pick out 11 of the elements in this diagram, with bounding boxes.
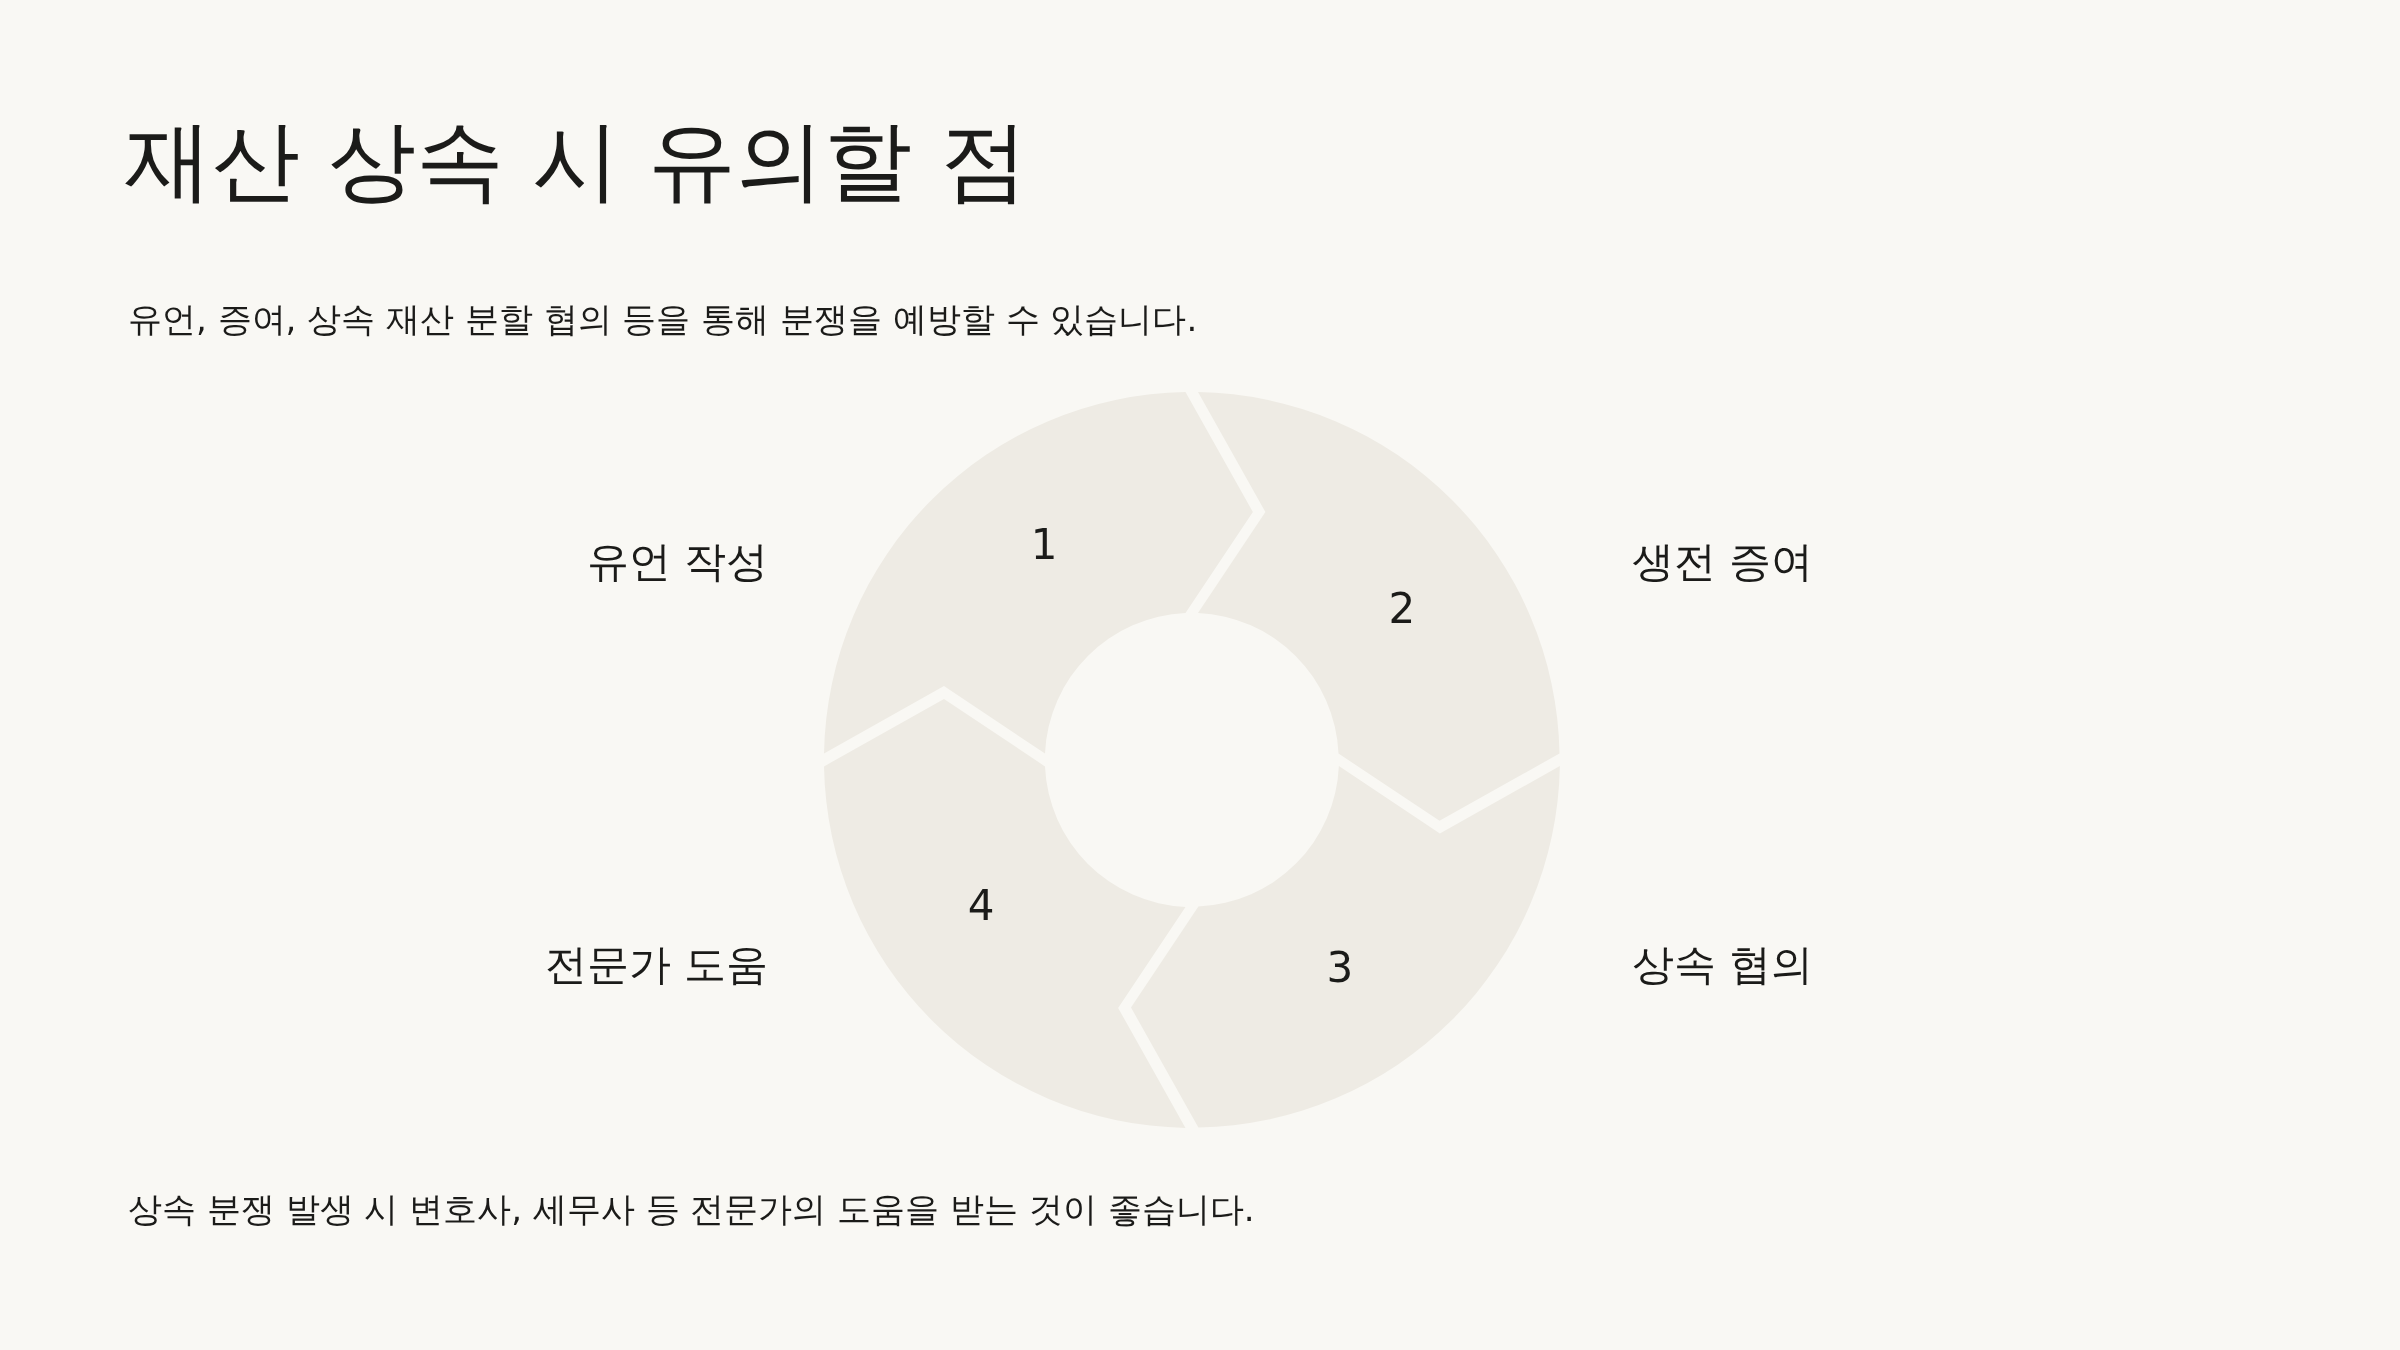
step-number: 1 xyxy=(1030,524,1058,566)
step-label: 생전 증여 xyxy=(1632,537,1814,587)
step-label: 유언 작성 xyxy=(586,537,768,587)
step-label: 상속 협의 xyxy=(1632,940,1814,990)
step-number: 4 xyxy=(967,885,995,927)
step-number: 3 xyxy=(1326,947,1354,989)
step-number: 2 xyxy=(1388,588,1416,630)
description-text: 유언, 증여, 상속 재산 분할 협의 등을 통해 분쟁을 예방할 수 있습니다. xyxy=(128,300,1198,340)
description-text: 상속 분쟁 발생 시 변호사, 세무사 등 전문가의 도움을 받는 것이 좋습니다. xyxy=(128,1190,1255,1230)
step-label: 전문가 도움 xyxy=(544,940,768,990)
title: 재산 상속 시 유의할 점 xyxy=(124,110,1028,212)
